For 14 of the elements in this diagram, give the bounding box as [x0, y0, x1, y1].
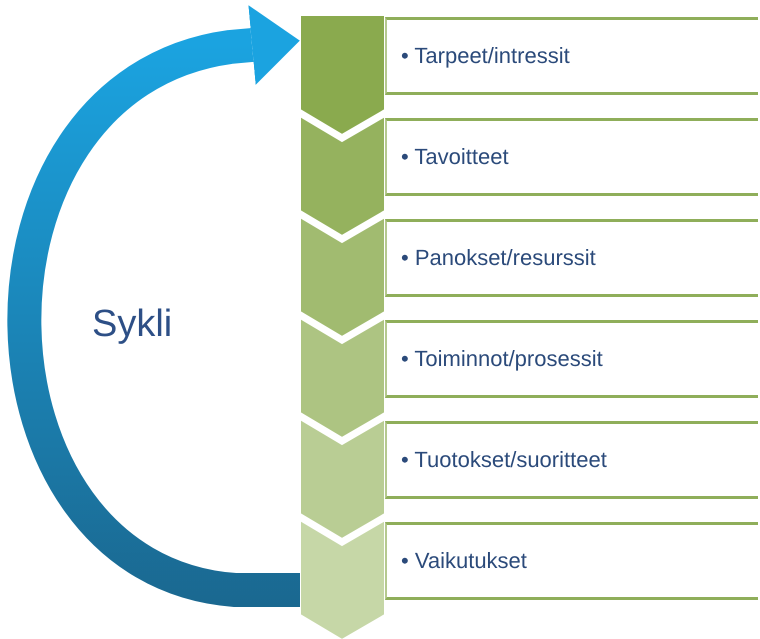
item-text: • Tuotokset/suoritteet: [401, 447, 607, 473]
item-text: • Toiminnot/prosessit: [401, 346, 603, 372]
list-item-box: [385, 17, 758, 95]
list-item-box: [385, 421, 758, 499]
cycle-label: Sykli: [92, 303, 172, 346]
item-text: • Vaikutukset: [401, 548, 527, 574]
curved-arrow: [8, 5, 300, 607]
list-item-box: [385, 522, 758, 600]
list-item-box: [385, 118, 758, 196]
item-text: • Panokset/resurssit: [401, 245, 596, 271]
list-item-box: [385, 219, 758, 297]
list-item-box: [385, 320, 758, 398]
item-text: • Tarpeet/intressit: [401, 43, 570, 69]
item-text: • Tavoitteet: [401, 144, 509, 170]
